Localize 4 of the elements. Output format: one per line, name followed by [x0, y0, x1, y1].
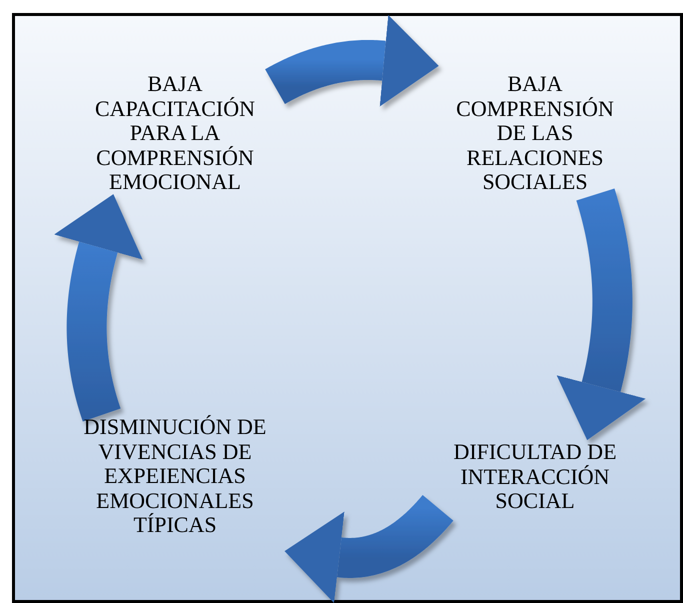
node-text: DISMINUCIÓN DE VIVENCIAS DE EXPEIENCIAS EMOCIONALES TÍPICAS [82, 415, 268, 538]
node-text: BAJA CAPACITACIÓN PARA LA COMPRENSIÓN EMOCIONAL [94, 72, 256, 194]
node-text: BAJA COMPRENSIÓN DE LAS RELACIONES SOCIALES [455, 72, 615, 194]
node-text: DIFICULTAD DE INTERACCIÓN SOCIAL [452, 440, 618, 514]
